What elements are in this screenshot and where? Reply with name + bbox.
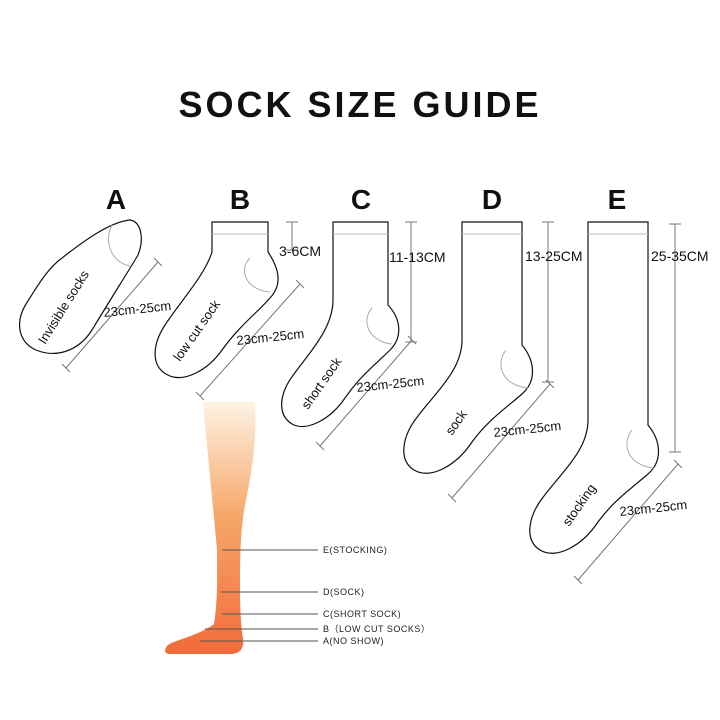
sock-e-height: 25-35CM — [651, 248, 709, 264]
sock-d-foot-size: 23cm-25cm — [493, 418, 562, 440]
sock-b: 3-6CM low cut sock 23cm-25cm — [154, 221, 321, 401]
letter-e: E — [608, 184, 627, 215]
legend-no-show: A(NO SHOW) — [323, 636, 384, 646]
legend-low-cut: B（LOW CUT SOCKS） — [323, 624, 430, 634]
sock-c-foot-size: 23cm-25cm — [356, 373, 425, 395]
sock-b-foot-size: 23cm-25cm — [236, 326, 305, 348]
sock-a-foot-size: 23cm-25cm — [103, 298, 172, 320]
sock-c-height: 11-13CM — [389, 249, 446, 265]
page-title: SOCK SIZE GUIDE — [178, 84, 542, 125]
sock-a: Invisible socks 23cm-25cm — [18, 219, 172, 373]
letter-c: C — [351, 184, 371, 215]
letter-a: A — [106, 184, 126, 215]
sock-e: 25-35CM stocking 23cm-25cm — [529, 221, 709, 585]
sock-d: 13-25CM sock 23cm-25cm — [403, 221, 583, 503]
leg-illustration — [165, 402, 256, 654]
leg-legend: E(STOCKING) D(SOCK) C(SHORT SOCK) B（LOW … — [200, 545, 430, 646]
sock-d-height: 13-25CM — [525, 248, 583, 264]
letter-d: D — [482, 184, 502, 215]
sock-b-height: 3-6CM — [279, 243, 321, 259]
legend-short-sock: C(SHORT SOCK) — [323, 609, 401, 619]
sock-e-foot-size: 23cm-25cm — [619, 497, 688, 519]
legend-stocking: E(STOCKING) — [323, 545, 387, 555]
letter-b: B — [230, 184, 250, 215]
legend-sock: D(SOCK) — [323, 587, 365, 597]
sock-c: 11-13CM short sock 23cm-25cm — [281, 221, 446, 451]
